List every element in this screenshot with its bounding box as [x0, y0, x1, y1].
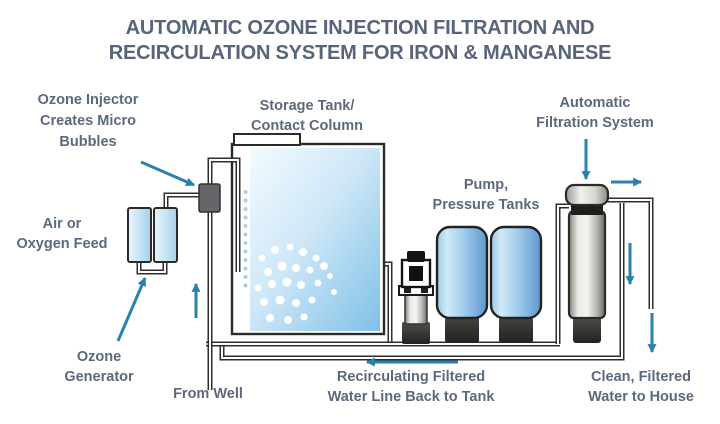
- label-line: Air or: [43, 216, 82, 232]
- ozone-generator-pointer-arrow-icon: [116, 276, 147, 342]
- label-line: Ozone: [77, 349, 121, 365]
- label-line: Bubbles: [59, 134, 116, 150]
- label-clean-water: Clean, Filtered Water to House: [588, 369, 694, 405]
- micro-bubble-trail: [243, 190, 248, 288]
- pump-base: [402, 322, 430, 344]
- label-storage-tank: Storage Tank/ Contact Column: [251, 98, 363, 134]
- injector-pointer-arrow-icon: [140, 160, 196, 187]
- pump: [398, 251, 434, 344]
- filter-body: [567, 209, 607, 320]
- label-from-well: From Well: [173, 386, 243, 402]
- label-line: Recirculating Filtered: [337, 369, 485, 385]
- label-line: Pressure Tanks: [433, 197, 540, 213]
- label-line: Water Line Back to Tank: [328, 389, 496, 405]
- filter-cap: [564, 183, 610, 207]
- label-line: Storage Tank/: [260, 98, 355, 114]
- label-pump-pressure-tanks: Pump, Pressure Tanks: [433, 177, 540, 213]
- label-line: Pump,: [464, 177, 508, 193]
- storage-tank-lid: [233, 133, 301, 146]
- page-title-line2: RECIRCULATION SYSTEM FOR IRON & MANGANES…: [109, 42, 612, 64]
- label-line: Creates Micro: [40, 113, 136, 129]
- air-feed-pipe: [163, 192, 201, 212]
- label-recirculating-line: Recirculating Filtered Water Line Back t…: [328, 369, 496, 405]
- recirculation-pipe: [219, 203, 625, 361]
- storage-tank: [230, 133, 386, 336]
- filter-inlet-pipe: [555, 203, 569, 344]
- label-line: Filtration System: [536, 115, 654, 131]
- page-title-line1: AUTOMATIC OZONE INJECTION FILTRATION AND: [126, 17, 595, 39]
- filter-tank: [564, 183, 610, 343]
- label-air-oxygen-feed: Air or Oxygen Feed: [16, 216, 107, 252]
- label-line: Clean, Filtered: [591, 369, 691, 385]
- pressure-tank-2: [489, 225, 543, 343]
- pump-cap: [407, 251, 425, 262]
- label-filtration-system: Automatic Filtration System: [536, 95, 654, 131]
- pump-body: [404, 293, 428, 325]
- air-cylinder-connector-pipe: [136, 258, 168, 275]
- ozone-injector-device: [198, 183, 221, 213]
- filter-base: [573, 316, 601, 343]
- label-line: Ozone Injector: [38, 92, 139, 108]
- pressure-tank-1: [435, 225, 489, 343]
- air-oxygen-feed-cylinders: [127, 207, 178, 263]
- storage-tank-water: [250, 148, 380, 331]
- label-line: Generator: [64, 369, 134, 385]
- ozone-bubbles: [254, 243, 337, 324]
- label-line: Contact Column: [251, 118, 363, 134]
- label-line: Oxygen Feed: [16, 236, 107, 252]
- label-line: Automatic: [560, 95, 631, 111]
- label-ozone-injector: Ozone Injector Creates Micro Bubbles: [38, 92, 139, 150]
- well-riser-pipe: [207, 157, 241, 390]
- house-outlet-pipe: [603, 197, 654, 309]
- label-line: Water to House: [588, 389, 694, 405]
- label-ozone-generator: Ozone Generator: [64, 349, 134, 385]
